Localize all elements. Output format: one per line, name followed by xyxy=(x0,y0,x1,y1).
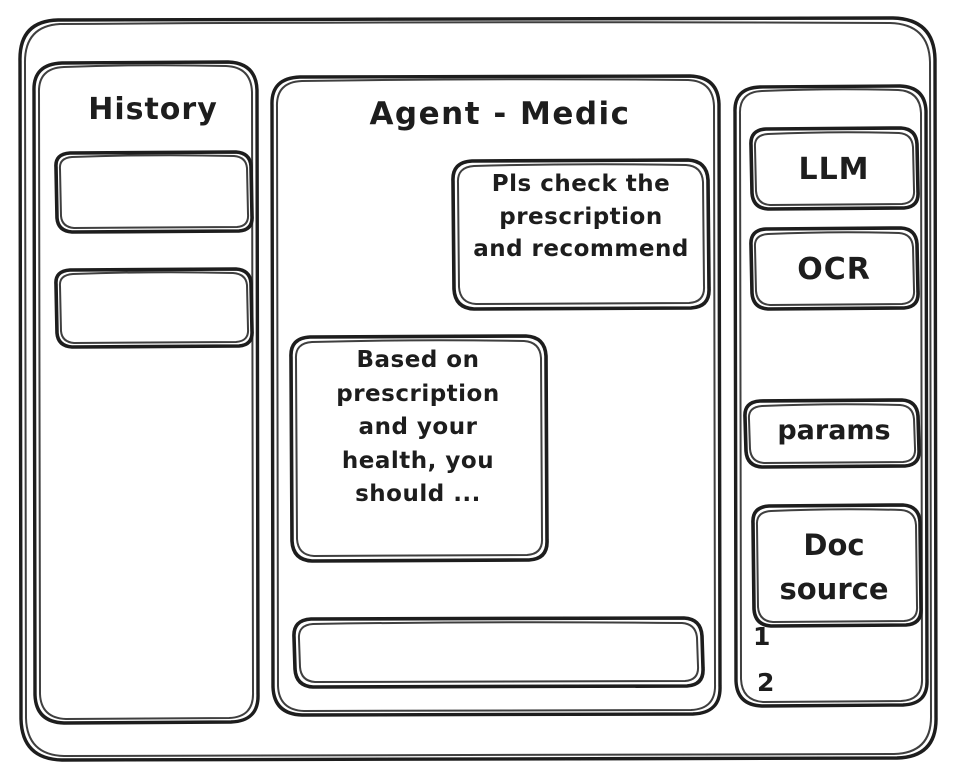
tool-ocr-button[interactable] xyxy=(751,228,919,310)
doc-source-item-2[interactable]: 2 xyxy=(757,668,775,697)
history-item-2[interactable] xyxy=(56,269,253,347)
tool-doc-source-button[interactable] xyxy=(752,505,922,627)
history-panel-title: History xyxy=(88,92,218,127)
tool-doc-source-label: Doc source xyxy=(779,528,889,606)
tool-llm-label: LLM xyxy=(798,152,870,187)
agent-panel-title: Agent - Medic xyxy=(369,96,631,132)
tool-ocr-label: OCR xyxy=(797,252,871,287)
history-item-1[interactable] xyxy=(56,152,253,233)
user-message-bubble: Pls check the prescription and recommend xyxy=(473,171,689,263)
tool-params-label: params xyxy=(777,415,891,446)
assistant-message-bubble: Based on prescription and your health, y… xyxy=(336,347,500,508)
doc-source-item-1[interactable]: 1 xyxy=(753,622,771,651)
tool-llm-button[interactable] xyxy=(751,128,919,210)
tool-params-button[interactable] xyxy=(745,400,920,468)
message-composer-input[interactable] xyxy=(294,618,704,688)
